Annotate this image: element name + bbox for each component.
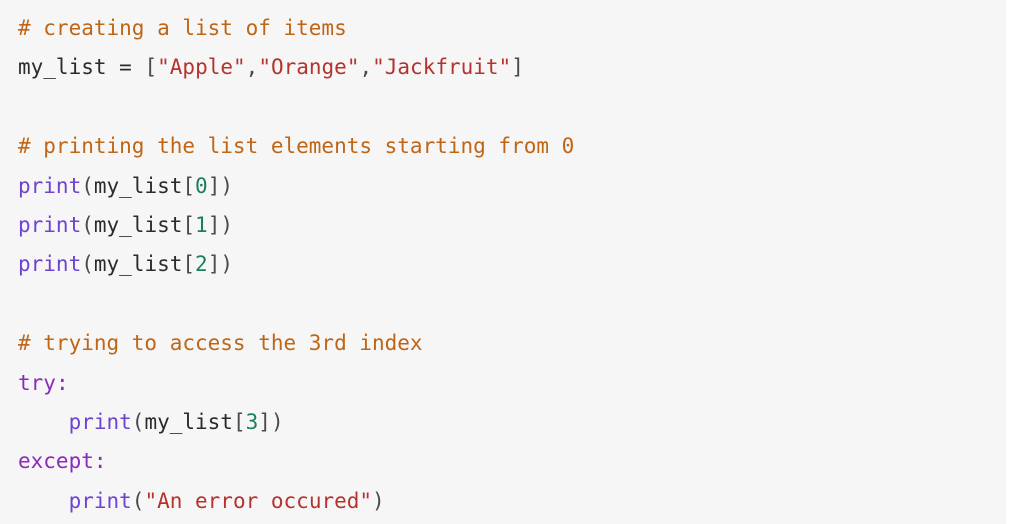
code-token-number: 3 <box>245 409 259 434</box>
code-token-name: my_list <box>144 409 233 434</box>
code-token-punct: ] <box>207 173 221 198</box>
code-token-punct: [ <box>182 252 196 277</box>
code-token-punct: ] <box>258 409 271 434</box>
code-token-comment: # creating a list of items <box>18 16 347 40</box>
code-token-keyword: try <box>18 370 56 395</box>
code-token-punct: [ <box>232 409 246 434</box>
code-token-builtin: print <box>68 409 132 434</box>
code-line: print(my_list[2]) <box>0 245 1006 284</box>
code-token-punct: [ <box>182 212 196 237</box>
code-token-punct: ] <box>511 55 524 80</box>
code-token-punct: ) <box>220 173 234 198</box>
code-line: try: <box>0 364 1006 403</box>
code-line: # creating a list of items <box>0 9 1006 48</box>
code-token-name: my_list <box>18 55 107 80</box>
code-token-builtin: print <box>68 488 132 513</box>
code-token-name: my_list <box>93 173 183 198</box>
code-token-punct: ( <box>81 252 94 277</box>
code-line: except: <box>0 442 1006 481</box>
code-token-op: = <box>119 55 132 80</box>
code-token-keyword: except <box>18 449 94 474</box>
code-token-string: "Jackfruit" <box>372 55 512 80</box>
code-token-plain <box>132 55 145 79</box>
code-token-punct: ) <box>372 488 385 513</box>
code-line: print("An error occured") <box>0 482 1006 521</box>
code-token-plain <box>18 410 69 434</box>
code-token-number: 0 <box>195 173 208 198</box>
code-token-punct: ( <box>131 409 145 434</box>
code-line: print(my_list[0]) <box>0 167 1006 206</box>
code-token-comment: # printing the list elements starting fr… <box>18 134 575 159</box>
code-token-punct: ) <box>220 252 234 277</box>
code-token-keyword: : <box>55 370 69 395</box>
code-line: # trying to access the 3rd index <box>0 324 1006 363</box>
code-line: print(my_list[1]) <box>0 206 1006 245</box>
code-token-punct: ( <box>81 173 94 198</box>
code-token-plain <box>18 489 69 513</box>
code-token-name: my_list <box>93 212 183 237</box>
code-token-string: "An error occured" <box>144 488 373 513</box>
code-token-comment: # trying to access the 3rd index <box>18 331 423 356</box>
code-token-builtin: print <box>18 212 82 237</box>
code-token-punct: ) <box>220 212 234 237</box>
code-token-builtin: print <box>18 252 82 277</box>
code-token-keyword: : <box>93 449 107 474</box>
code-line: print(my_list[3]) <box>0 403 1006 442</box>
code-token-punct: [ <box>182 173 196 198</box>
code-token-punct: ( <box>81 212 94 237</box>
code-token-punct: [ <box>144 55 158 80</box>
code-token-string: "Apple" <box>157 55 246 80</box>
code-token-punct: ) <box>270 409 284 434</box>
code-token-punct: ] <box>207 212 221 237</box>
code-line: my_list = ["Apple","Orange","Jackfruit"] <box>0 48 1006 87</box>
code-line-blank <box>0 88 1006 127</box>
code-line-blank <box>0 285 1006 324</box>
code-token-builtin: print <box>18 173 82 198</box>
code-token-punct: , <box>359 55 373 80</box>
code-token-punct: ] <box>207 252 221 277</box>
code-token-string: "Orange" <box>258 55 360 80</box>
code-token-punct: ( <box>131 488 145 513</box>
code-token-punct: , <box>245 55 259 80</box>
code-token-plain <box>107 55 120 79</box>
code-line: # printing the list elements starting fr… <box>0 127 1006 166</box>
code-token-name: my_list <box>93 252 183 277</box>
code-token-number: 1 <box>195 212 208 237</box>
code-token-number: 2 <box>195 252 208 277</box>
